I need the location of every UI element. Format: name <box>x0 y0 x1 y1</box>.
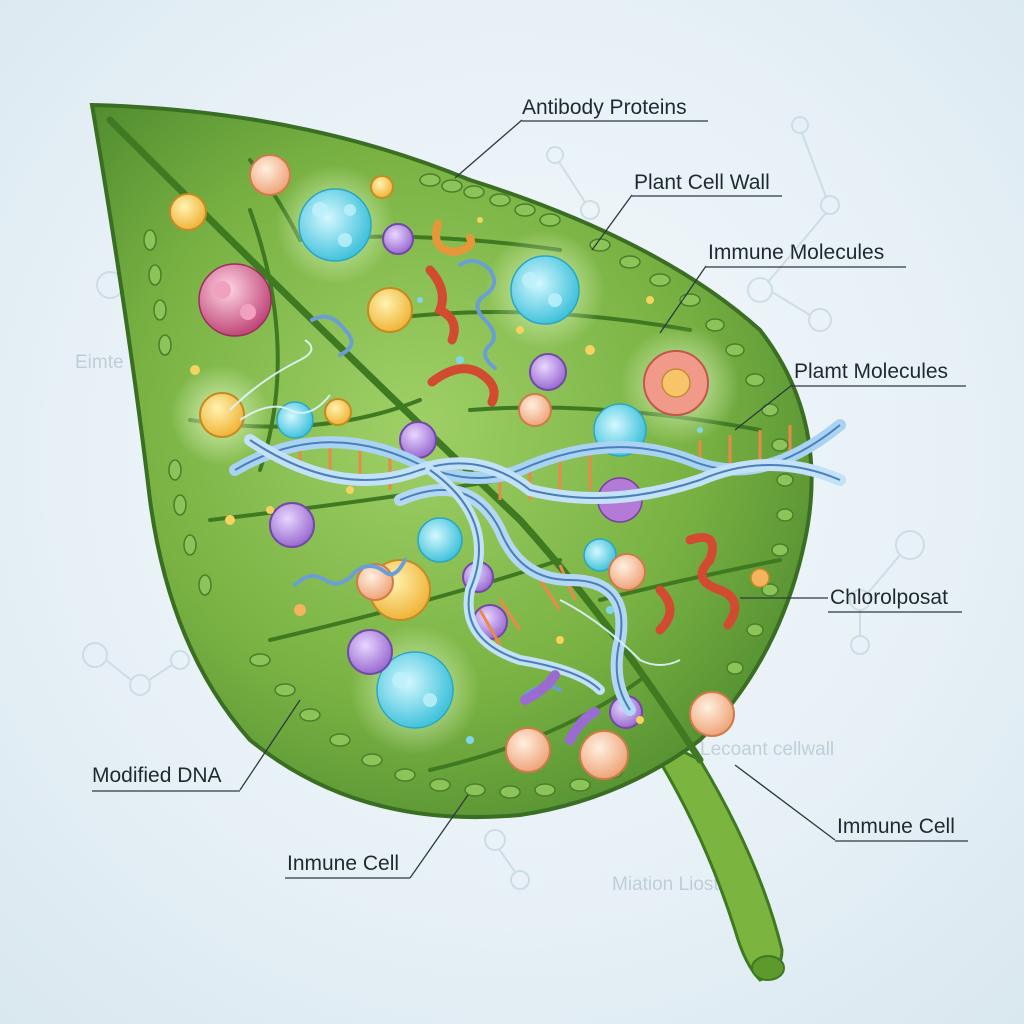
red-molecules <box>425 265 740 635</box>
callout-plant-cell-wall: Plant Cell Wall <box>591 171 782 251</box>
callout-immune-cell: Immune Cell <box>734 764 968 842</box>
dna-helix <box>229 419 846 716</box>
background-text-right: Lecoant cellwall <box>700 739 834 760</box>
label-inmune-cell: Inmune Cell <box>287 852 399 875</box>
orange-molecule <box>432 220 475 257</box>
label-plant-molecules: Plamt Molecules <box>794 360 948 383</box>
pink-flower <box>643 350 709 416</box>
callout-modified-dna: Modified DNA <box>92 699 301 792</box>
label-plant-cell-wall: Plant Cell Wall <box>634 171 770 194</box>
energy-sparkles <box>229 339 681 666</box>
callout-inmune-cell: Inmune Cell <box>285 794 469 879</box>
callout-plant-molecules: Plamt Molecules <box>734 360 966 431</box>
yellow-cells <box>169 175 431 621</box>
background-text-left: Eimte <box>75 352 124 373</box>
callout-chloroplast: Chlorolposat <box>740 586 962 613</box>
label-chloroplast: Chlorolposat <box>830 586 948 609</box>
purple-rods <box>520 670 600 745</box>
leaf-stem <box>635 726 784 982</box>
scattered-particles <box>190 217 770 744</box>
label-modified-dna: Modified DNA <box>92 764 222 787</box>
pink-cluster <box>198 263 272 337</box>
label-antibody-proteins: Antibody Proteins <box>522 96 687 119</box>
label-immune-molecules: Immune Molecules <box>708 241 884 264</box>
peach-cells <box>249 154 735 780</box>
callout-immune-molecules: Immune Molecules <box>659 241 906 334</box>
callout-antibody-proteins: Antibody Proteins <box>454 96 708 179</box>
label-immune-cell: Immune Cell <box>837 815 955 838</box>
